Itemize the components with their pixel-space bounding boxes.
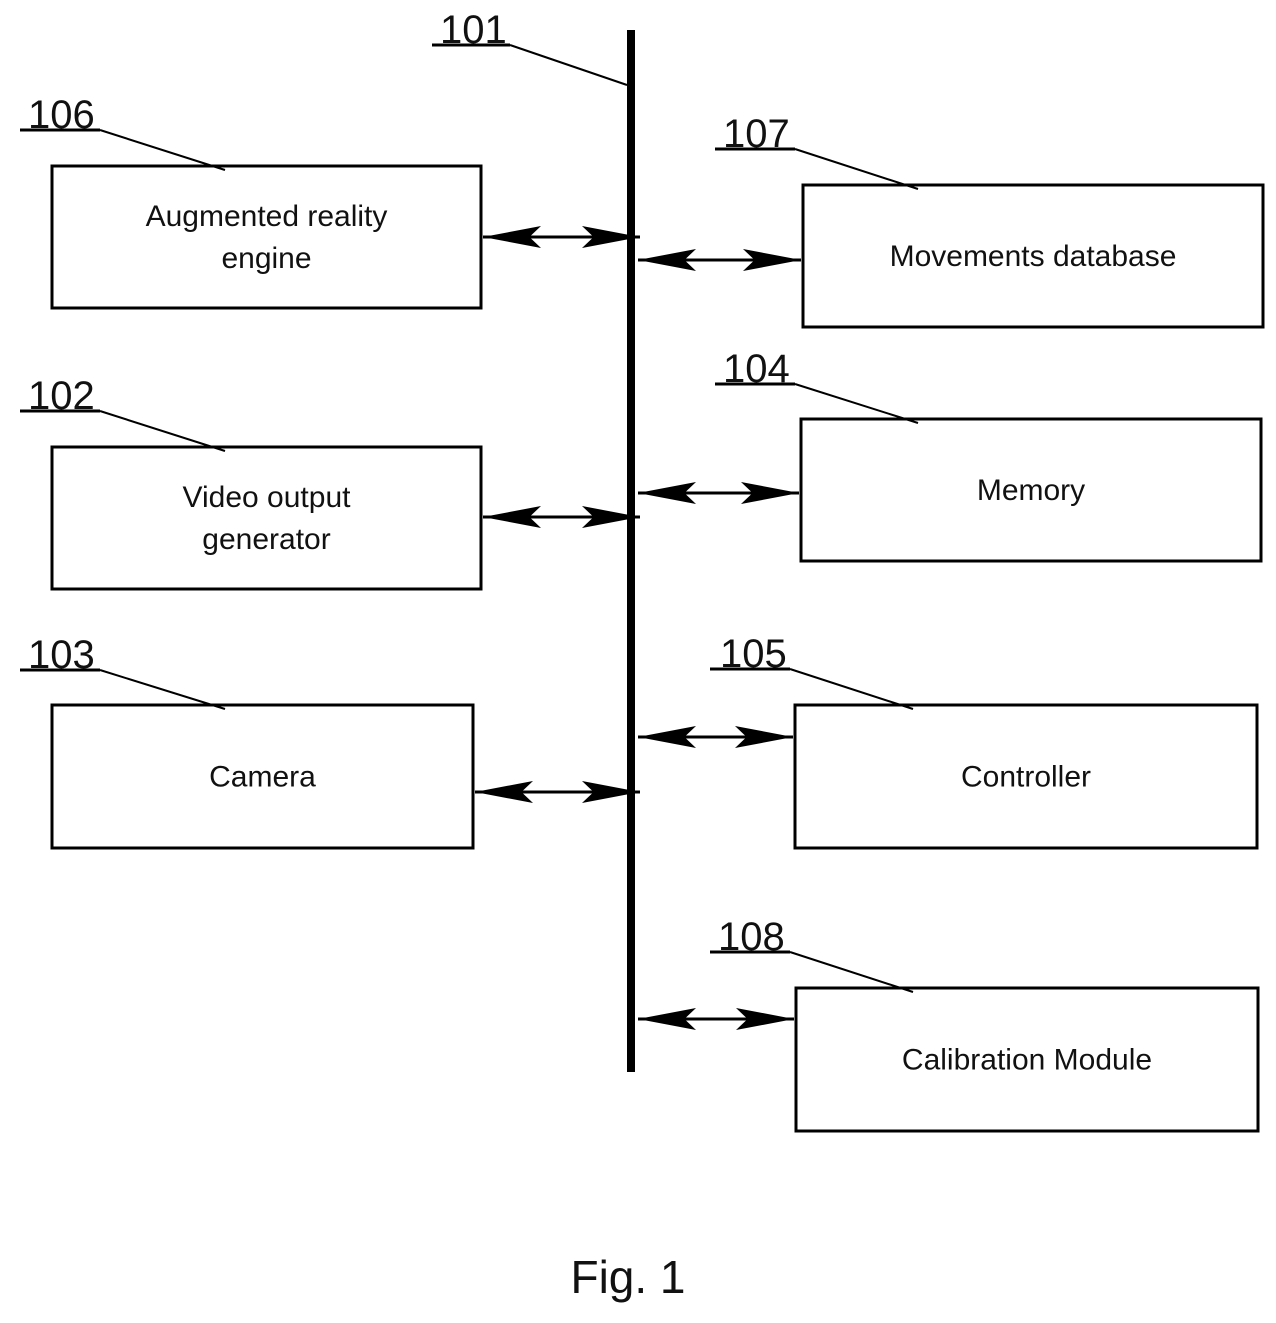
figure-caption: Fig. 1 xyxy=(570,1251,685,1303)
video-output-label-line: Video output xyxy=(183,481,352,514)
video-output-label-line: generator xyxy=(202,523,330,556)
leader-line-103 xyxy=(100,670,225,709)
memory-label-line: Memory xyxy=(977,474,1085,507)
block-controller: Controller105 xyxy=(638,632,1257,848)
ref-label-101: 101 xyxy=(440,8,507,52)
video-output-box xyxy=(52,447,481,589)
leader-line-106 xyxy=(100,130,225,170)
ar-engine-label-line: engine xyxy=(221,242,311,275)
leader-line-102 xyxy=(100,411,225,451)
leader-line-104 xyxy=(795,384,918,423)
controller-label-line: Controller xyxy=(961,761,1091,794)
ar-engine-label-line: Augmented reality xyxy=(146,200,388,233)
leader-line-105 xyxy=(790,669,913,709)
leader-line-107 xyxy=(795,149,918,189)
leader-line-108 xyxy=(790,952,913,992)
leader-line-101-diag xyxy=(510,45,627,85)
block-video-output: Video outputgenerator102 xyxy=(20,374,640,589)
block-calibration: Calibration Module108 xyxy=(638,915,1258,1131)
camera-label-line: Camera xyxy=(209,761,316,794)
block-camera: Camera103 xyxy=(20,633,640,848)
block-memory: Memory104 xyxy=(638,347,1261,561)
ar-engine-box xyxy=(52,166,481,308)
block-ar-engine: Augmented realityengine106 xyxy=(20,93,640,308)
calibration-label-line: Calibration Module xyxy=(902,1044,1152,1077)
movements-db-label-line: Movements database xyxy=(890,240,1177,273)
block-movements-db: Movements database107 xyxy=(638,112,1263,327)
